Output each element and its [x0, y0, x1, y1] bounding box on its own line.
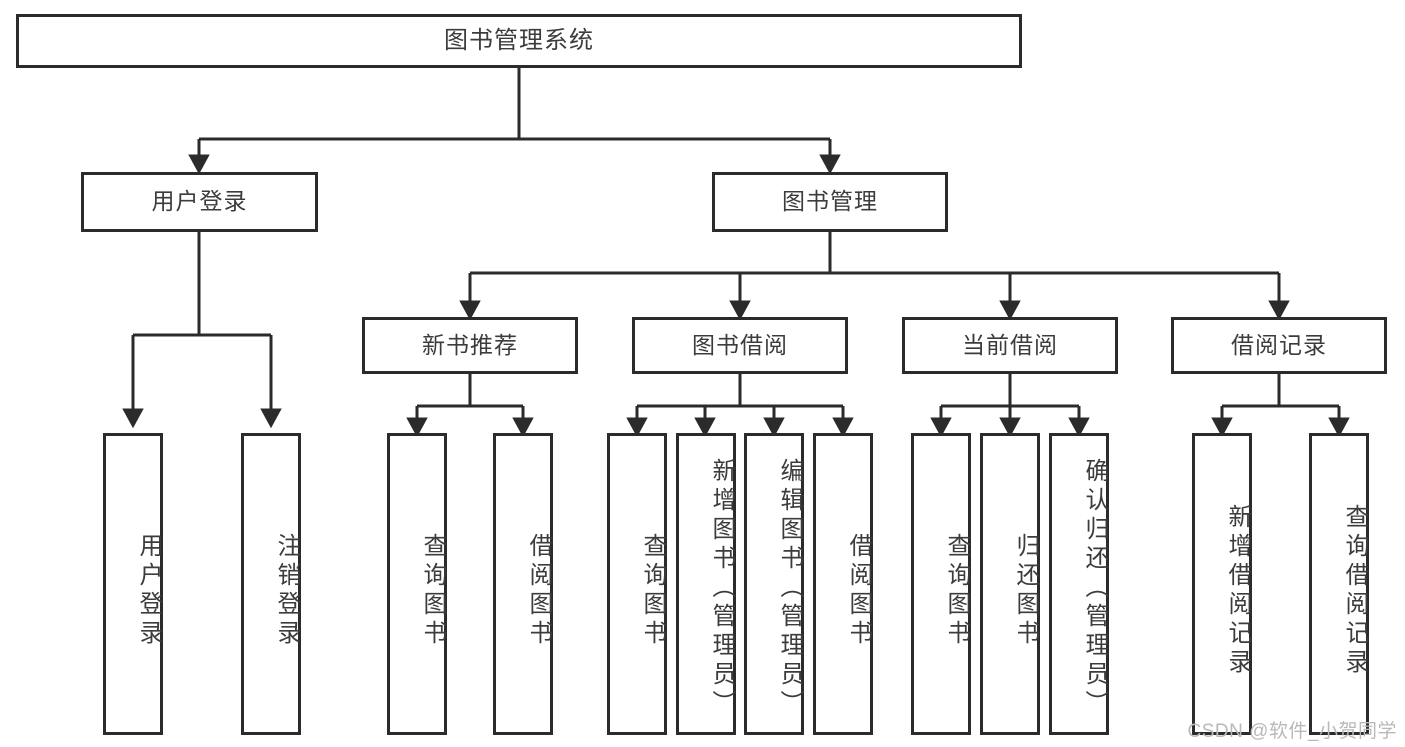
leaf-user-login-login[interactable]: 用户登录: [103, 433, 163, 735]
node-current-borrow[interactable]: 当前借阅: [902, 317, 1118, 374]
node-label: 图书借阅: [692, 331, 788, 358]
leaf-current-query-book[interactable]: 查询图书: [911, 433, 971, 735]
node-new-book-recommend[interactable]: 新书推荐: [362, 317, 578, 374]
node-label: 用户登录: [135, 533, 162, 649]
node-label: 借阅图书: [525, 533, 552, 649]
node-label: 确认归还（管理员）: [1081, 457, 1108, 719]
node-label: 新书推荐: [422, 331, 518, 358]
node-label: 注销登录: [273, 533, 300, 649]
leaf-current-return-book[interactable]: 归还图书: [980, 433, 1040, 735]
node-book-borrow[interactable]: 图书借阅: [632, 317, 848, 374]
leaf-borrow-borrow-book[interactable]: 借阅图书: [813, 433, 873, 735]
node-label: 编辑图书（管理员）: [776, 457, 803, 719]
watermark: CSDN @软件_小贺同学: [1187, 721, 1397, 742]
node-label: 查询图书: [419, 533, 446, 649]
node-label: 借阅图书: [845, 533, 872, 649]
leaf-new-book-query[interactable]: 查询图书: [387, 433, 447, 735]
node-label: 用户登录: [151, 188, 248, 215]
leaf-borrow-add-book-admin[interactable]: 新增图书（管理员）: [676, 433, 736, 735]
leaf-record-add-record[interactable]: 新增借阅记录: [1192, 433, 1252, 735]
node-user-login[interactable]: 用户登录: [81, 172, 318, 232]
node-label: 新增图书（管理员）: [708, 457, 735, 719]
node-label: 新增借阅记录: [1224, 504, 1251, 678]
leaf-user-login-logout[interactable]: 注销登录: [241, 433, 301, 735]
node-label: 借阅记录: [1231, 331, 1327, 358]
leaf-new-book-borrow[interactable]: 借阅图书: [493, 433, 553, 735]
leaf-borrow-edit-book-admin[interactable]: 编辑图书（管理员）: [744, 433, 804, 735]
node-book-management[interactable]: 图书管理: [712, 172, 948, 232]
node-label: 查询图书: [639, 533, 666, 649]
node-label: 图书管理系统: [444, 26, 594, 54]
leaf-borrow-query-book[interactable]: 查询图书: [607, 433, 667, 735]
leaf-current-confirm-return-admin[interactable]: 确认归还（管理员）: [1049, 433, 1109, 735]
node-root-system[interactable]: 图书管理系统: [16, 14, 1022, 68]
node-label: 图书管理: [782, 188, 878, 215]
node-label: 当前借阅: [962, 331, 1058, 358]
node-borrow-record[interactable]: 借阅记录: [1171, 317, 1387, 374]
leaf-record-query-record[interactable]: 查询借阅记录: [1309, 433, 1369, 735]
node-label: 归还图书: [1012, 533, 1039, 649]
node-label: 查询借阅记录: [1341, 504, 1368, 678]
node-label: 查询图书: [943, 533, 970, 649]
